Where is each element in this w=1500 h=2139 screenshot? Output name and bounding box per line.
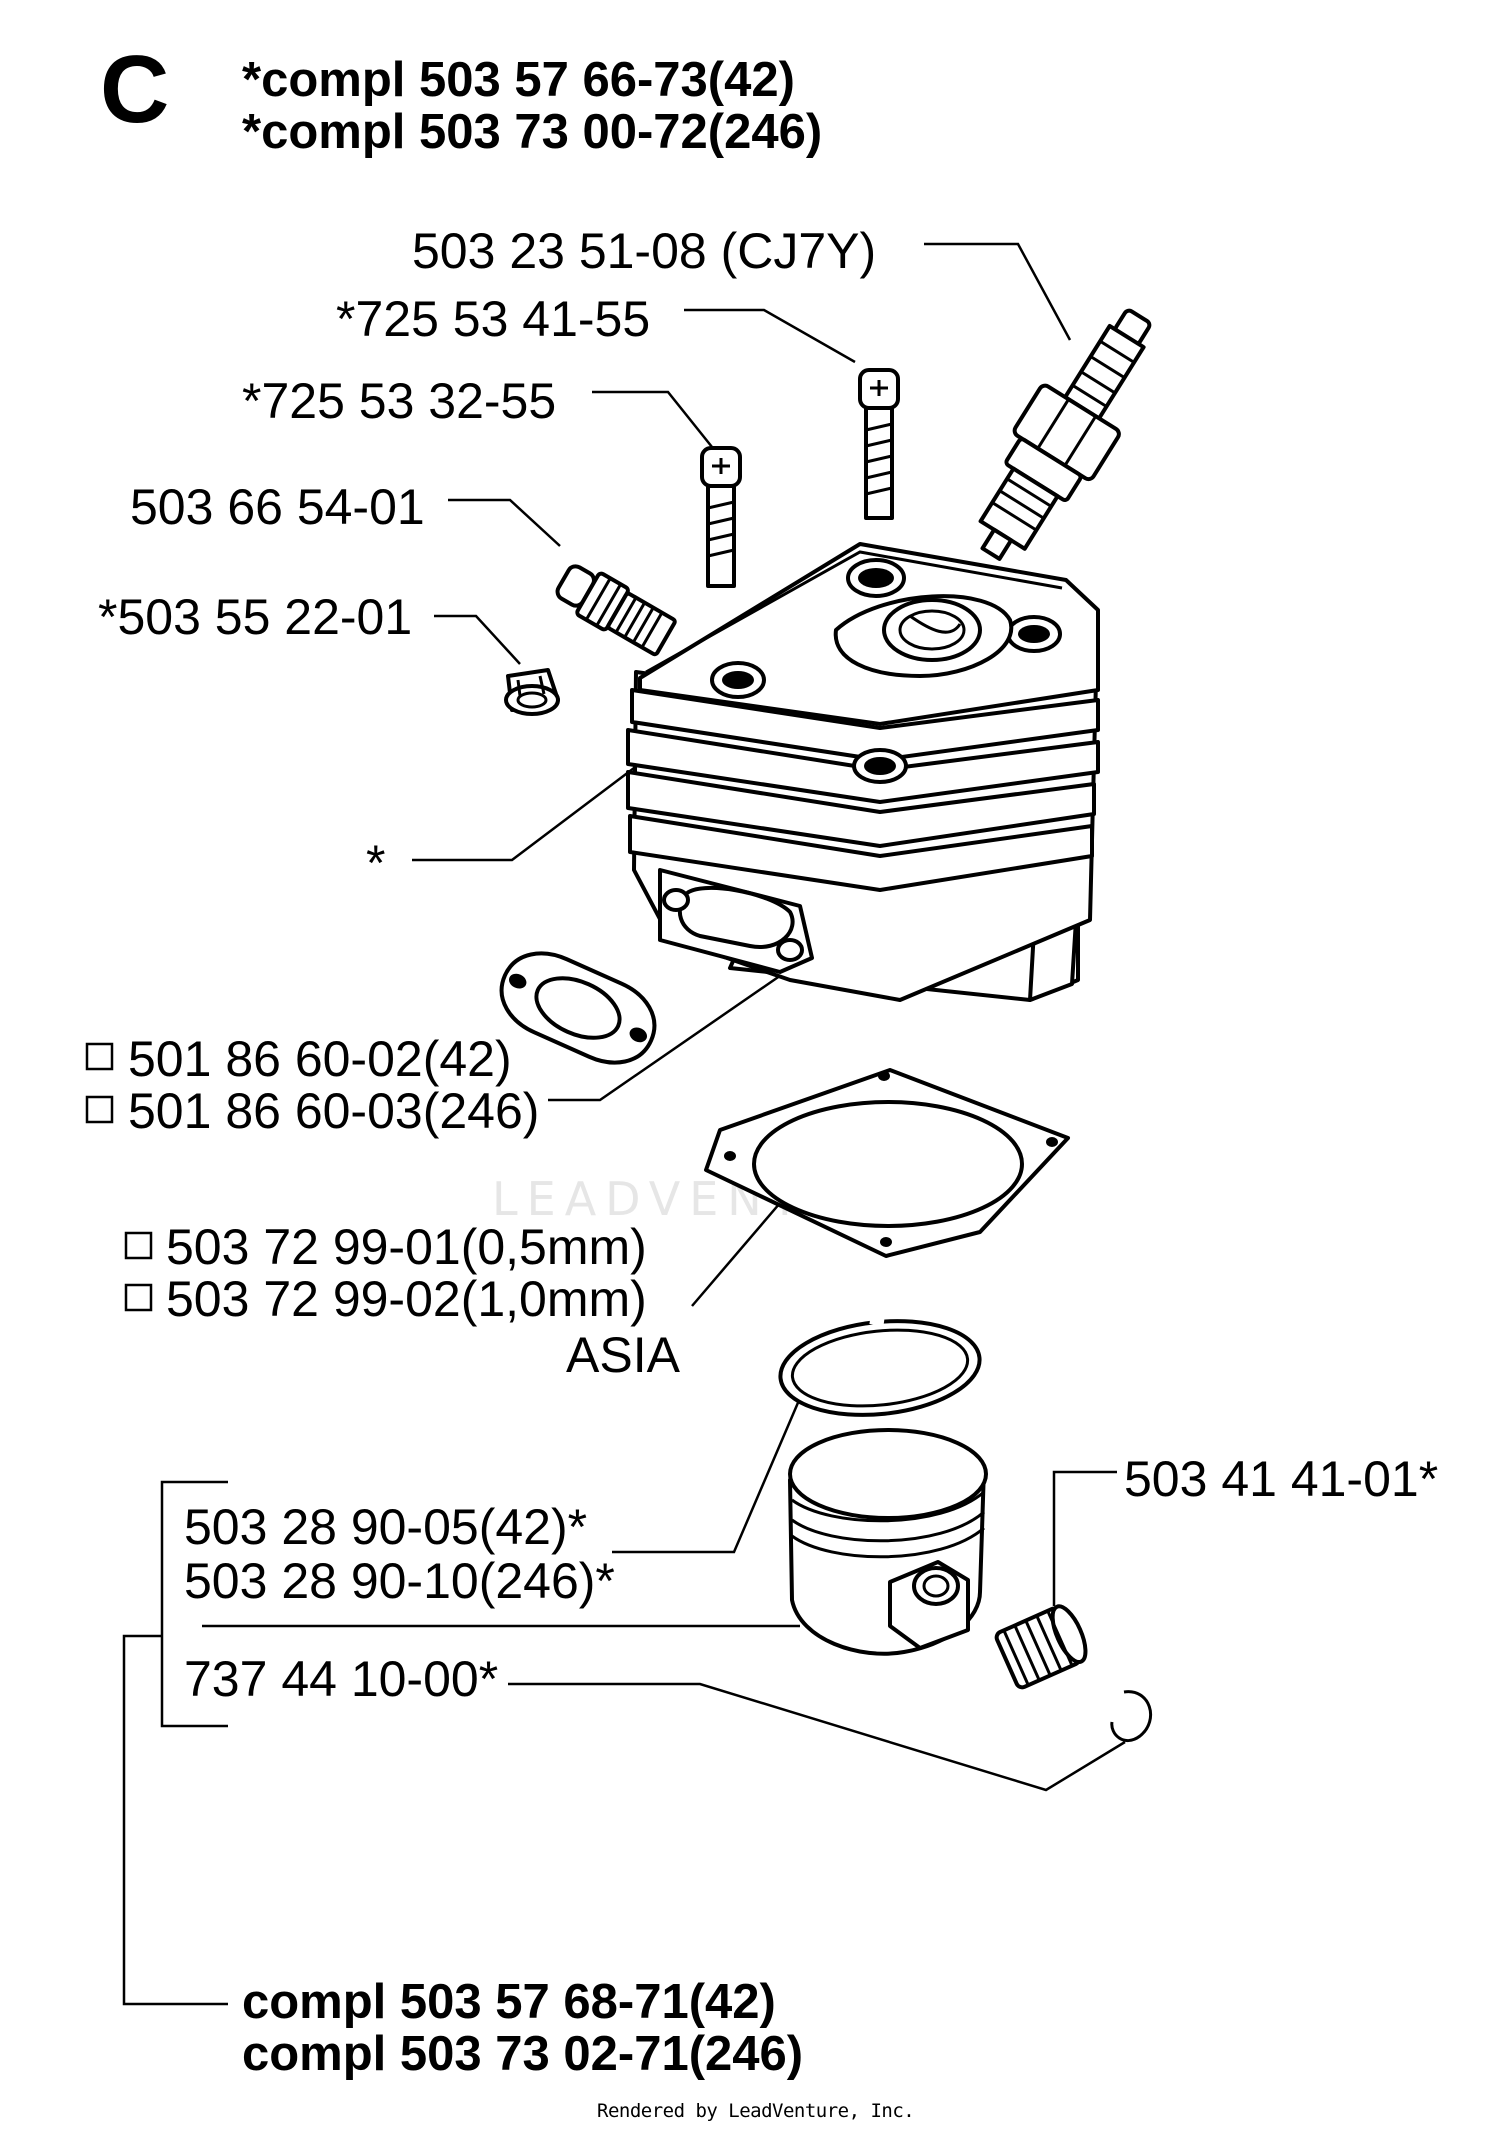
spark-plug (978, 308, 1152, 561)
checkbox-markers (85, 1042, 153, 1312)
exhaust-gasket (499, 951, 657, 1065)
header-assembly-42: *compl 503 57 66-73(42) (242, 53, 795, 107)
valve-label: 503 66 54-01 (130, 479, 425, 535)
cylinder-label: * (366, 835, 386, 891)
base-gasket (704, 1068, 1070, 1258)
piston (788, 1428, 988, 1656)
spark-plug-label: 503 23 51-08 (CJ7Y) (412, 223, 877, 279)
header-assembly-246: *compl 503 73 00-72(246) (242, 105, 823, 159)
screw-2-label: *725 53 32-55 (242, 373, 557, 429)
cylinder (626, 542, 1100, 1002)
screw-1-label: *725 53 41-55 (336, 291, 651, 347)
plug (504, 668, 560, 716)
piston-kit-246-label: compl 503 73 02-71(246) (242, 2027, 804, 2081)
base-gasket-10-label: 503 72 99-02(1,0mm) (166, 1271, 647, 1327)
needle-bearing (994, 1604, 1088, 1690)
base-gasket-region-label: ASIA (566, 1327, 680, 1383)
screw-short (700, 446, 742, 588)
section-letter: C (100, 36, 170, 143)
circlip (1110, 1690, 1152, 1743)
piston-246-label: 503 28 90-10(246)* (184, 1553, 615, 1609)
render-credit: Rendered by LeadVenture, Inc. (597, 2100, 915, 2122)
base-gasket-05-label: 503 72 99-01(0,5mm) (166, 1219, 647, 1275)
exhaust-gasket-42-label: 501 86 60-02(42) (128, 1031, 512, 1087)
piston-42-label: 503 28 90-05(42)* (184, 1499, 588, 1555)
exhaust-gasket-246-label: 501 86 60-03(246) (128, 1083, 540, 1139)
bearing-label: 503 41 41-01* (1124, 1451, 1439, 1507)
piston-ring (778, 1316, 982, 1417)
leader-lines (122, 242, 1126, 2006)
piston-kit-42-label: compl 503 57 68-71(42) (242, 1975, 776, 2029)
circlip-label: 737 44 10-00* (184, 1651, 499, 1707)
decompression-valve (555, 564, 677, 657)
plug-label: *503 55 22-01 (98, 589, 413, 645)
screw-long (858, 368, 900, 520)
